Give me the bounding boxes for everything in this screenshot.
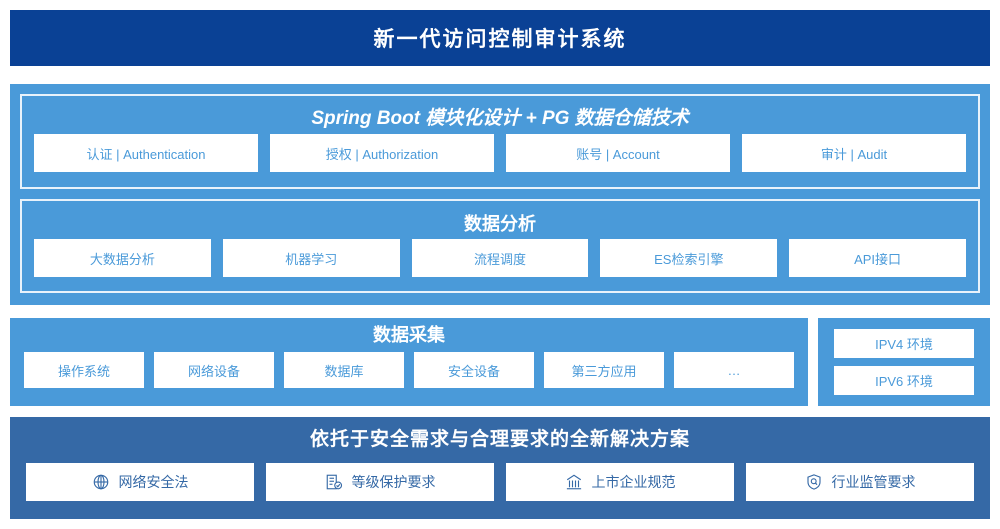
module-chip-authentication[interactable]: 认证 | Authentication	[34, 134, 258, 172]
data-collection-row: 操作系统 网络设备 数据库 安全设备 第三方应用 …	[10, 352, 808, 388]
auth-group-title: Spring Boot 模块化设计 + PG 数据仓储技术	[311, 108, 689, 129]
compliance-chip-cybersecurity-law[interactable]: 网络安全法	[26, 463, 254, 501]
bank-building-icon	[565, 473, 583, 491]
collection-chip-more[interactable]: …	[674, 352, 794, 388]
collection-chip-third-party-app[interactable]: 第三方应用	[544, 352, 664, 388]
module-chip-audit[interactable]: 审计 | Audit	[742, 134, 966, 172]
compliance-label: 上市企业规范	[591, 474, 676, 490]
analysis-chip-process-scheduling[interactable]: 流程调度	[411, 239, 589, 277]
page-header: 新一代访问控制审计系统	[10, 10, 990, 66]
analysis-chip-es-search-engine[interactable]: ES检索引擎	[600, 239, 778, 277]
compliance-chip-listed-company-standard[interactable]: 上市企业规范	[506, 463, 734, 501]
environment-chip-ipv4[interactable]: IPV4 环境	[834, 329, 974, 358]
collection-chip-security-device[interactable]: 安全设备	[414, 352, 534, 388]
analysis-chip-api[interactable]: API接口	[789, 239, 966, 277]
data-analysis-row: 大数据分析 机器学习 流程调度 ES检索引擎 API接口	[34, 239, 966, 277]
shield-search-icon	[805, 473, 823, 491]
solution-layer-title: 依托于安全需求与合理要求的全新解决方案	[309, 429, 690, 450]
collection-chip-network-device[interactable]: 网络设备	[154, 352, 274, 388]
data-collection-panel: 数据采集 操作系统 网络设备 数据库 安全设备 第三方应用 …	[10, 318, 808, 406]
auth-module-row: 认证 | Authentication 授权 | Authorization 账…	[34, 134, 966, 172]
solution-layer-panel: 依托于安全需求与合理要求的全新解决方案 网络安全法	[10, 417, 990, 519]
module-chip-account[interactable]: 账号 | Account	[506, 134, 730, 172]
compliance-row: 网络安全法 等级保护要求	[10, 463, 990, 501]
auth-module-group: Spring Boot 模块化设计 + PG 数据仓储技术 认证 | Authe…	[20, 94, 980, 189]
data-analysis-group: 数据分析 大数据分析 机器学习 流程调度 ES检索引擎 API接口	[20, 199, 980, 293]
globe-network-icon	[92, 473, 110, 491]
data-collection-title: 数据采集	[373, 325, 445, 345]
page-title: 新一代访问控制审计系统	[373, 28, 627, 51]
collection-chip-database[interactable]: 数据库	[284, 352, 404, 388]
analysis-chip-bigdata[interactable]: 大数据分析	[34, 239, 211, 277]
environment-panel: IPV4 环境 IPV6 环境	[818, 318, 990, 406]
analysis-chip-machine-learning[interactable]: 机器学习	[222, 239, 400, 277]
compliance-label: 网络安全法	[118, 474, 189, 490]
collection-chip-operating-system[interactable]: 操作系统	[24, 352, 144, 388]
document-check-icon	[325, 473, 343, 491]
compliance-label: 行业监管要求	[831, 474, 916, 490]
environment-chip-ipv6[interactable]: IPV6 环境	[834, 366, 974, 395]
application-layer-panel: Spring Boot 模块化设计 + PG 数据仓储技术 认证 | Authe…	[10, 84, 990, 305]
compliance-chip-classified-protection[interactable]: 等级保护要求	[266, 463, 494, 501]
module-chip-authorization[interactable]: 授权 | Authorization	[270, 134, 494, 172]
data-analysis-title: 数据分析	[464, 214, 536, 234]
compliance-label: 等级保护要求	[351, 474, 436, 490]
compliance-chip-industry-regulation[interactable]: 行业监管要求	[746, 463, 974, 501]
